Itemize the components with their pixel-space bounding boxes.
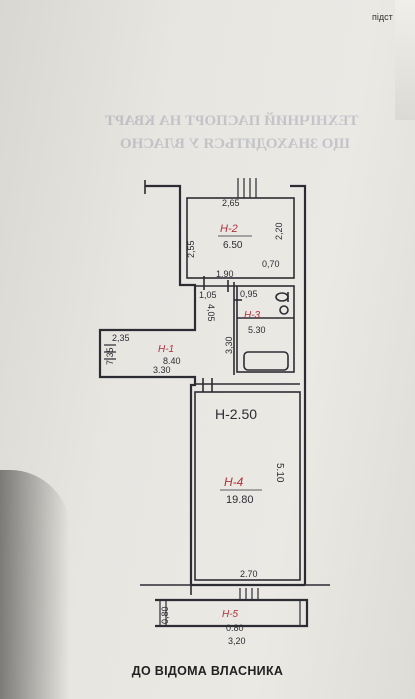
room-n3-name: Н-3 [244, 310, 261, 321]
dim-5-10: 5.10 [274, 463, 285, 483]
room-n2-name: Н-2 [220, 223, 238, 235]
caption: ДО ВІДОМА ВЛАСНИКА [131, 664, 284, 678]
toilet [275, 292, 289, 302]
dim-1-90: 1.90 [216, 269, 234, 279]
dim-0-95: 0,95 [240, 289, 258, 299]
room-n5-area: 0.80 [226, 623, 244, 633]
dim-2-20: 2,20 [274, 222, 284, 240]
wall-balcony [155, 598, 309, 628]
dim-7-35: 7.35 [105, 347, 115, 365]
room-n3-outline [236, 285, 295, 373]
room-n2-outline [186, 197, 295, 279]
room-n1-name: Н-1 [158, 344, 174, 355]
dim-1-05: 1,05 [199, 290, 217, 300]
room-n3-area: 5.30 [248, 325, 266, 335]
corner-label: підст [372, 12, 393, 22]
wall-right [290, 184, 307, 585]
room-n4-area: 19.80 [226, 494, 254, 506]
dim-3-30: 3.30 [153, 365, 171, 375]
wall-outer [98, 184, 197, 585]
room-n1-area: 8.40 [163, 356, 181, 366]
room-n4-name: Н-4 [224, 475, 244, 489]
dim-2-55: 2,55 [186, 240, 196, 258]
bathtub [243, 351, 289, 371]
finger-shadow [0, 470, 70, 699]
dim-4-05: 4,05 [206, 304, 216, 322]
page-edge [395, 0, 415, 120]
dim-2-65: 2,65 [222, 198, 240, 208]
room-n5-name: Н-5 [222, 609, 239, 620]
dim-0-80: 0,80 [160, 606, 170, 624]
wall-stub-bottom-left [140, 584, 192, 595]
dim-2-35: 2,35 [112, 333, 130, 343]
ceiling-height: Н-2.50 [215, 406, 257, 422]
dim-3-30-vertical: 3,30 [224, 336, 234, 354]
window-marks [104, 178, 301, 626]
room-n2-area: 6.50 [223, 240, 243, 251]
dim-3-20: 3,20 [228, 636, 246, 646]
dim-2-70: 2.70 [240, 569, 258, 579]
dim-0-70: 0,70 [262, 259, 280, 269]
sink [279, 305, 289, 315]
room-n4-outline [194, 391, 301, 581]
